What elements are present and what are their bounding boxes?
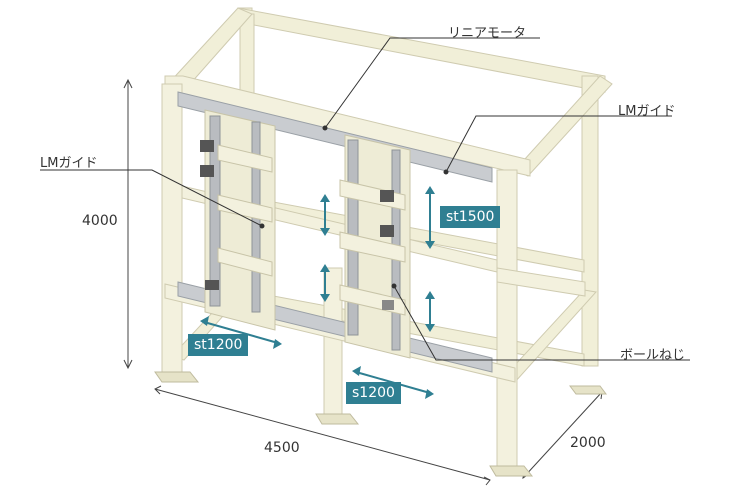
- base-plates: [154, 371, 607, 477]
- dimension-height: 4000: [82, 213, 118, 229]
- carriage-right: [339, 134, 411, 359]
- dimension-depth: 2000: [570, 435, 606, 451]
- label-lm-guide-left: LMガイド: [40, 156, 98, 171]
- carriage-left: [200, 109, 276, 331]
- dimension-lines: [123, 78, 603, 486]
- label-lm-guide-right: LMガイド: [618, 104, 676, 119]
- stroke-vertical-badge: st1500: [440, 206, 501, 228]
- stroke-horizontal-back-badge: st1200: [188, 334, 249, 356]
- dimension-width: 4500: [264, 440, 300, 456]
- leader-lines: [40, 37, 690, 361]
- label-linear-motor: リニアモータ: [448, 26, 527, 41]
- stroke-horizontal-front-badge: s1200: [346, 382, 401, 404]
- label-ball-screw: ボールねじ: [620, 348, 686, 363]
